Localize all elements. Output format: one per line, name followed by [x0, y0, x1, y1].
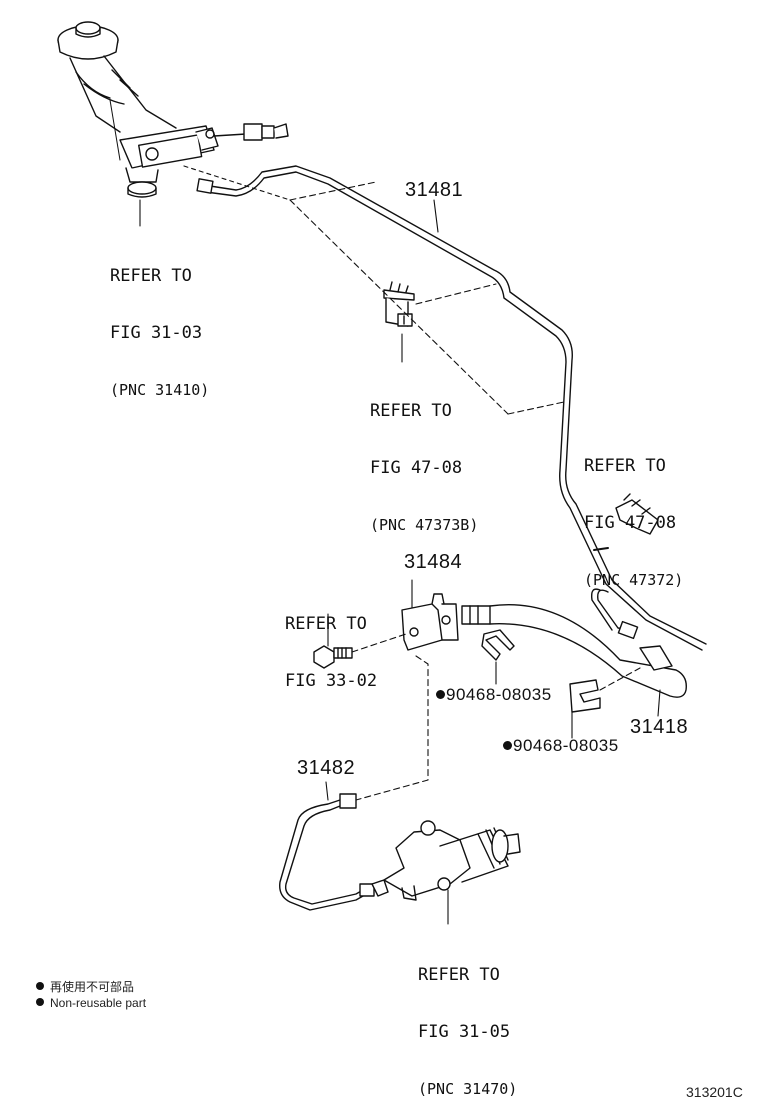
- part-number-clip-2: 90468-08035: [503, 736, 619, 756]
- clutch-hose-31418: [461, 603, 687, 698]
- bracket-31484-illustration: [401, 593, 459, 651]
- ref-line: REFER TO: [285, 614, 367, 634]
- ref-pnc: (PNC 47372): [584, 571, 684, 589]
- ref-line: REFER TO: [370, 401, 452, 421]
- ref-pnc: (PNC 47373B): [370, 516, 479, 534]
- ref-tube-clip: REFER TO FIG 47-08 (PNC 47373B): [370, 364, 478, 554]
- non-reusable-dot-icon: [36, 998, 44, 1006]
- figure-code: 313201C: [686, 1084, 743, 1100]
- clutch-tube-31481: [196, 165, 707, 651]
- ref-master-cylinder: REFER TO FIG 31-03 (PNC 31410): [110, 229, 209, 419]
- tube-clip-illustration: [383, 281, 415, 327]
- ref-line: FIG 33-02: [285, 671, 378, 691]
- ref-tube-clamp: REFER TO FIG 47-08 (PNC 47372): [584, 419, 683, 609]
- ref-pnc: (PNC 31410): [110, 381, 210, 399]
- non-reusable-dot-icon: [503, 741, 512, 750]
- leader-lines: [139, 199, 661, 925]
- legend-en-text: Non-reusable part: [50, 996, 147, 1010]
- part-number-31481: 31481: [405, 179, 464, 201]
- ref-line: REFER TO: [584, 456, 666, 476]
- part-number-31484: 31484: [404, 551, 463, 573]
- release-cylinder-illustration: [371, 820, 521, 901]
- legend-jp: 再使用不可部品: [36, 978, 134, 995]
- master-cylinder-illustration: [57, 21, 289, 198]
- ref-line: FIG 47-08: [584, 513, 677, 533]
- part-number-31418: 31418: [630, 716, 689, 738]
- bolt-illustration: [313, 645, 353, 669]
- clutch-tube-31482: [279, 793, 375, 911]
- ref-bolt: REFER TO FIG 33-02: [285, 577, 377, 710]
- ref-release-cylinder: REFER TO FIG 31-05 (PNC 31470): [418, 928, 517, 1112]
- ref-line: REFER TO: [418, 965, 500, 985]
- ref-line: FIG 31-03: [110, 323, 203, 343]
- part-number-31482: 31482: [297, 757, 356, 779]
- ref-pnc: (PNC 31470): [418, 1080, 518, 1098]
- part-number-text: 90468-08035: [513, 736, 619, 755]
- non-reusable-dot-icon: [436, 690, 445, 699]
- non-reusable-dot-icon: [36, 982, 44, 990]
- reference-dashed-lines: [183, 165, 641, 801]
- tube-clamp-illustration: [615, 493, 659, 535]
- ref-line: FIG 31-05: [418, 1022, 511, 1042]
- legend-jp-text: 再使用不可部品: [50, 980, 135, 994]
- legend-en: Non-reusable part: [36, 996, 146, 1010]
- clip-90468-08035-illustrations: [481, 629, 601, 713]
- ref-line: FIG 47-08: [370, 458, 463, 478]
- part-number-clip-1: 90468-08035: [436, 685, 552, 705]
- part-number-text: 90468-08035: [446, 685, 552, 704]
- ref-line: REFER TO: [110, 266, 192, 286]
